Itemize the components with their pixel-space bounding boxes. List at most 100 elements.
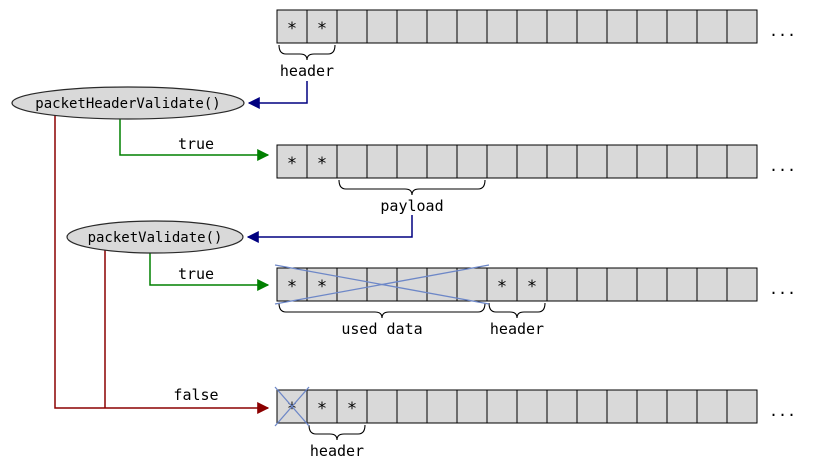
buffer-cell — [696, 267, 728, 302]
buffer-cell — [576, 144, 608, 179]
buffer-cell — [726, 144, 758, 179]
buffer-ellipsis: ... — [769, 22, 796, 40]
cross-out-line — [274, 264, 490, 305]
edge-label-false: false — [173, 386, 218, 404]
buffer-cell — [546, 144, 578, 179]
buffer-incoming: **...header — [276, 9, 796, 80]
buffer-ellipsis: ... — [769, 402, 796, 420]
cell-marker: * — [317, 154, 327, 174]
node-ellipse — [66, 220, 244, 254]
buffer-cell — [636, 389, 668, 424]
buffer-cell — [276, 9, 308, 44]
buffer-cell — [366, 389, 398, 424]
buffer-cell — [366, 9, 398, 44]
region-label: header — [310, 442, 364, 460]
cell-marker: * — [527, 277, 537, 297]
buffer-cell — [486, 389, 518, 424]
buffer-cell — [576, 389, 608, 424]
cell-marker: * — [287, 277, 297, 297]
buffer-cell — [546, 267, 578, 302]
buffer-cell — [516, 9, 548, 44]
buffer-cell — [636, 144, 668, 179]
node-label-packet-header-validate: packetHeaderValidate() — [35, 96, 220, 112]
cell-marker: * — [287, 154, 297, 174]
cross-out-line — [274, 386, 310, 427]
edge-header-to-header-validate — [247, 81, 308, 109]
buffer-cell — [486, 9, 518, 44]
buffer-cell — [456, 144, 488, 179]
buffer-cell — [666, 9, 698, 44]
edge-label-true-packet: true — [178, 265, 214, 283]
buffer-cell — [396, 9, 428, 44]
edge-true-header-valid — [119, 118, 270, 161]
cell-marker: * — [317, 277, 327, 297]
buffer-cell — [456, 389, 488, 424]
edge-payload-to-packet-validate — [246, 215, 413, 243]
underbrace — [278, 302, 486, 319]
buffer-cell — [516, 144, 548, 179]
buffer-cell — [456, 9, 488, 44]
buffer-cell — [606, 144, 638, 179]
buffer-cell — [696, 144, 728, 179]
node-packet-validate: packetValidate() — [66, 220, 244, 254]
buffer-cell — [456, 267, 488, 302]
cell-marker: * — [317, 19, 327, 39]
buffer-packet-valid: * * * *... used data header — [274, 264, 796, 338]
buffer-cell — [336, 267, 368, 302]
buffer-cell — [666, 144, 698, 179]
region-label: header — [490, 320, 544, 338]
buffer-cell — [606, 9, 638, 44]
buffer-ellipsis: ... — [769, 157, 796, 175]
buffer-cell — [576, 267, 608, 302]
edge-false-from-header-validate — [54, 114, 270, 414]
buffer-cell — [336, 144, 368, 179]
cell-marker: * — [317, 399, 327, 419]
buffer-cell — [726, 9, 758, 44]
underbrace — [308, 424, 366, 441]
buffer-cell — [516, 267, 548, 302]
buffer-header-valid: **...payload — [276, 144, 796, 215]
region-label: used data — [341, 320, 422, 338]
buffer-cell — [366, 144, 398, 179]
underbrace — [278, 44, 336, 61]
buffer-cell — [696, 389, 728, 424]
buffer-cell — [396, 267, 428, 302]
buffer-cell — [726, 389, 758, 424]
buffer-ellipsis: ... — [769, 280, 796, 298]
node-packet-header-validate: packetHeaderValidate() — [11, 86, 245, 120]
edge-true-packet-valid — [149, 252, 270, 291]
buffer-cell — [306, 9, 338, 44]
buffer-invalid: * * *... header — [274, 386, 796, 460]
buffer-cell — [426, 144, 458, 179]
buffer-cell — [546, 389, 578, 424]
buffer-cell — [306, 389, 338, 424]
buffer-cell — [576, 9, 608, 44]
edge-label-true-header: true — [178, 135, 214, 153]
buffer-cell — [666, 267, 698, 302]
node-label-packet-validate: packetValidate() — [88, 230, 223, 246]
edges: true true false — [54, 81, 413, 414]
node-ellipse — [11, 86, 245, 120]
buffer-cell — [396, 389, 428, 424]
buffer-cell — [636, 9, 668, 44]
cell-marker: * — [497, 277, 507, 297]
underbrace — [488, 302, 546, 319]
buffer-cell — [606, 267, 638, 302]
buffer-cell — [426, 389, 458, 424]
buffer-cell — [516, 389, 548, 424]
buffer-cell — [696, 9, 728, 44]
buffer-cell — [396, 144, 428, 179]
buffer-cell — [726, 267, 758, 302]
buffer-cell — [486, 267, 518, 302]
buffer-cell — [336, 9, 368, 44]
buffer-cell — [276, 144, 308, 179]
underbrace — [338, 179, 486, 196]
cell-marker: * — [347, 399, 357, 419]
cell-marker: * — [287, 399, 297, 419]
buffer-cell — [426, 9, 458, 44]
buffer-cell — [636, 267, 668, 302]
buffer-cell — [666, 389, 698, 424]
